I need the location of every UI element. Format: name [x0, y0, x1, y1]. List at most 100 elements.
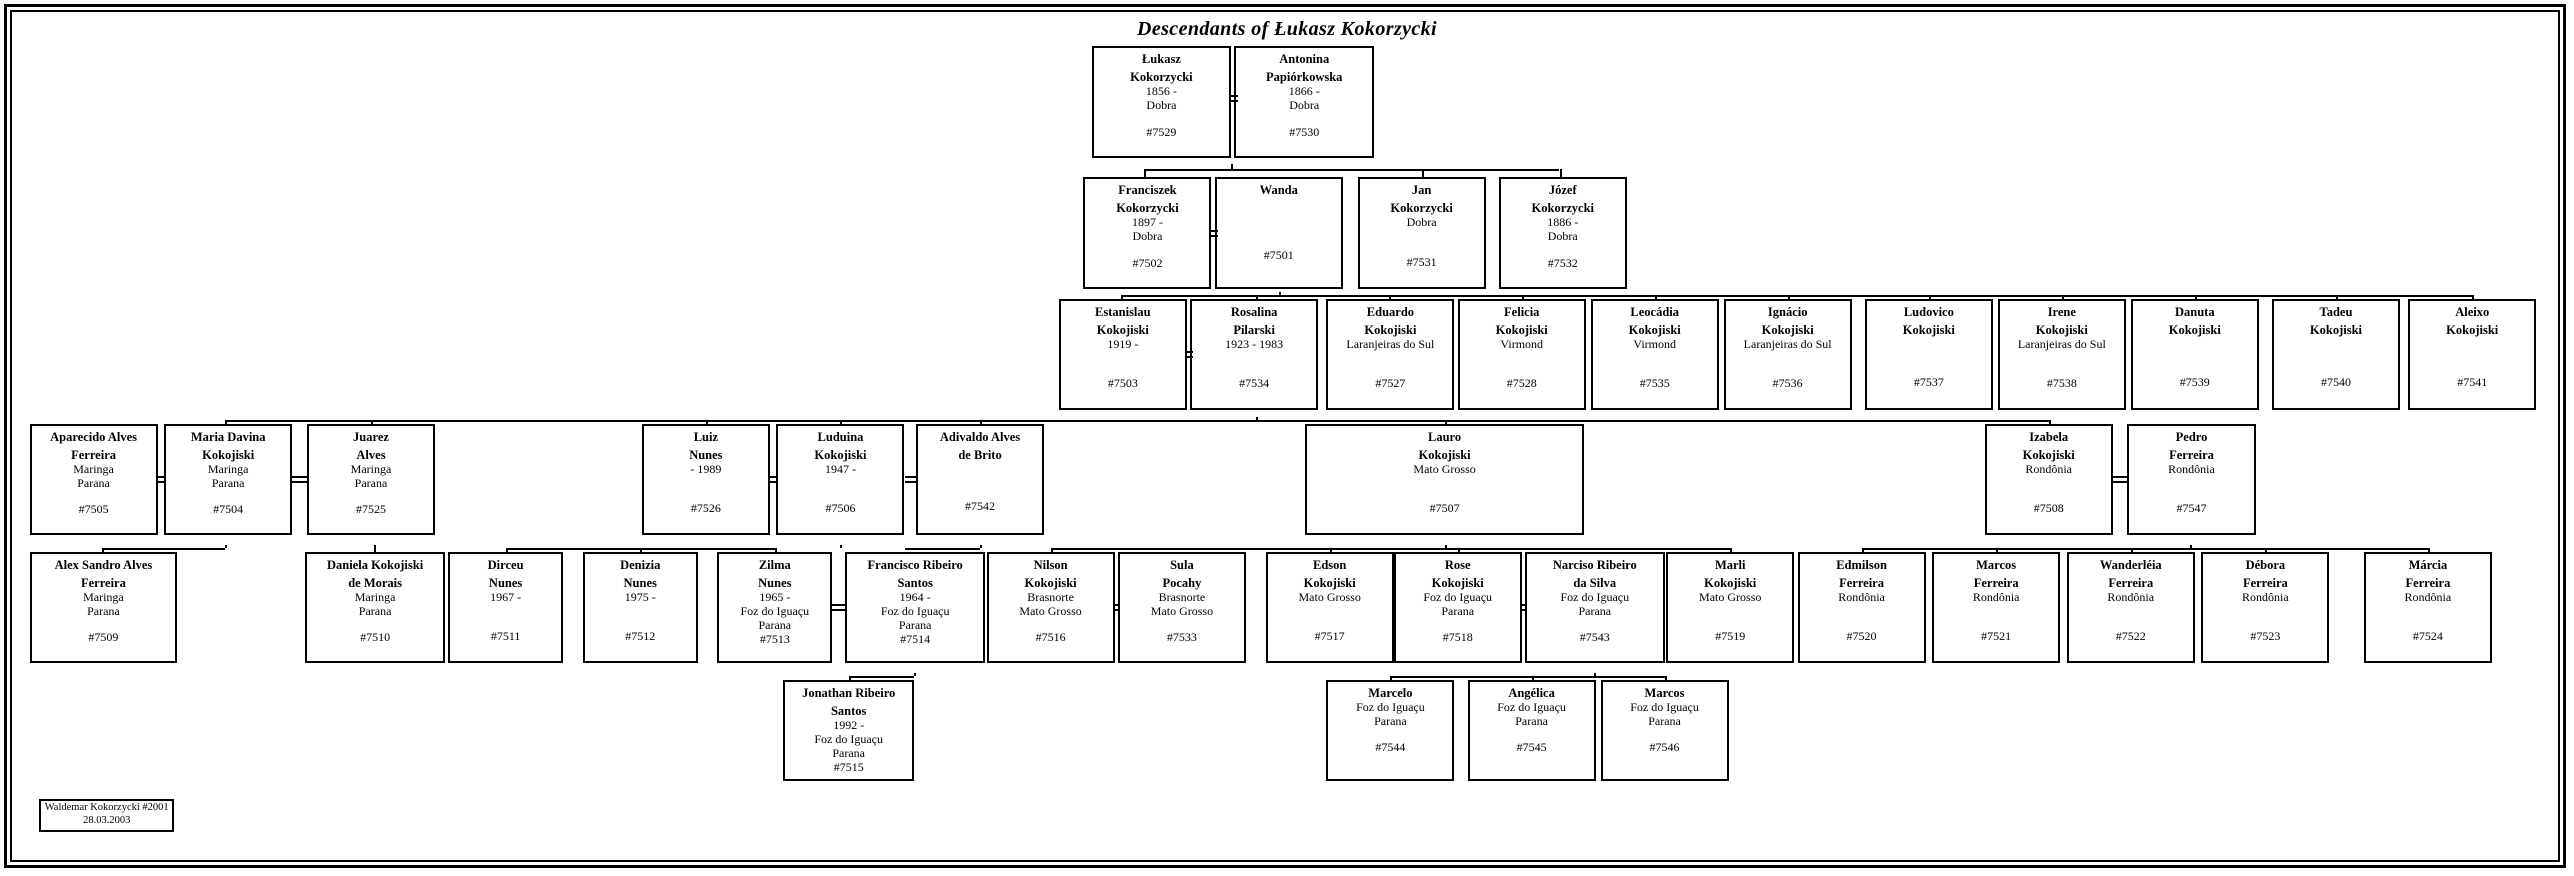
- connector-line-vertical: [2472, 295, 2475, 299]
- person-ref-number: #7511: [490, 628, 521, 643]
- box-spacer: [1501, 243, 1625, 256]
- person-given-name: Eduardo: [1366, 304, 1415, 319]
- person-ref-number: #7524: [2412, 628, 2443, 643]
- person-ref-number: #7530: [1289, 124, 1320, 139]
- person-surname: Pilarski: [1233, 322, 1275, 337]
- connector-line-vertical: [1121, 295, 1124, 299]
- connector-line-vertical: [2335, 295, 2338, 299]
- person-place-region: Parana: [1648, 713, 1681, 728]
- connector-line-vertical: [1664, 676, 1667, 680]
- person-ref-number: #7540: [2320, 374, 2351, 389]
- person-given-name: Francisco Ribeiro: [867, 557, 963, 572]
- person-ref-number: #7517: [1314, 628, 1345, 643]
- person-given-name: Jan: [1411, 183, 1432, 198]
- person-given-name: Danuta: [2174, 304, 2215, 319]
- box-spacer: [1668, 604, 1792, 629]
- person-dates: 1947 -: [824, 461, 856, 476]
- person-surname: Kokojiski: [1495, 322, 1548, 337]
- chart-frame-outer: [4, 4, 2566, 868]
- person-place-city: Brasnorte: [1158, 589, 1206, 604]
- person-place-city: Foz do Iguaçu: [880, 603, 950, 618]
- person-surname: Kokojiski: [2035, 322, 2088, 337]
- connector-line-horizontal: [848, 676, 915, 679]
- box-spacer: [989, 618, 1113, 631]
- connector-line-vertical: [980, 545, 983, 549]
- person-given-name: Tadeu: [2319, 304, 2353, 319]
- person-given-name: Alex Sandro Alves: [54, 557, 153, 572]
- person-surname: Alves: [356, 447, 386, 462]
- person-place-region: Parana: [77, 475, 110, 490]
- person-surname: Ferreira: [2242, 575, 2288, 590]
- person-place-city: Maringa: [73, 461, 114, 476]
- person-ref-number: #7507: [1429, 500, 1460, 515]
- person-surname: Nunes: [758, 575, 792, 590]
- connector-line-vertical: [1255, 295, 1258, 299]
- person-given-name: Wanda: [1259, 183, 1298, 198]
- person-surname: Nunes: [623, 575, 657, 590]
- box-spacer: [1328, 728, 1452, 741]
- box-spacer: [309, 490, 433, 503]
- person-ref-number: #7536: [1772, 376, 1803, 391]
- box-spacer: [166, 490, 290, 503]
- box-spacer: [2274, 337, 2398, 375]
- connector-line-horizontal: [1861, 548, 2428, 551]
- person-given-name: Leocádia: [1630, 304, 1679, 319]
- person-place-region: Parana: [758, 617, 792, 632]
- box-spacer: [585, 604, 696, 629]
- box-spacer: [2000, 351, 2124, 376]
- person-surname: Kokojiski: [1364, 322, 1417, 337]
- person-ref-number: #7532: [1547, 255, 1578, 270]
- person-given-name: Ludovico: [1903, 304, 1954, 319]
- connector-line-horizontal: [224, 420, 2049, 423]
- person-place-region: Parana: [898, 617, 932, 632]
- person-box[interactable]: Wanda#7501: [1214, 177, 1343, 289]
- person-given-name: Aleixo: [2455, 304, 2490, 319]
